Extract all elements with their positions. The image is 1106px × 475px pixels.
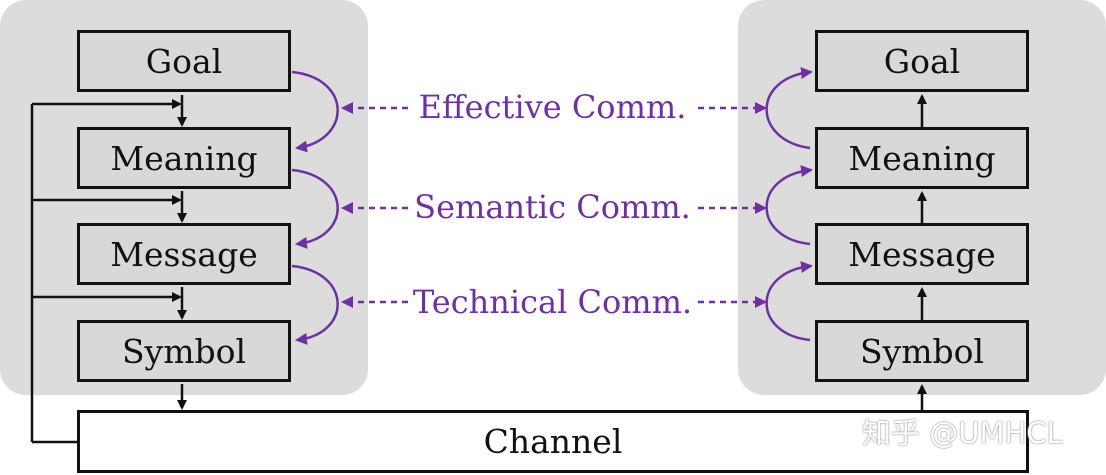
receiver-semantic-bracket [765,165,813,246]
sender-message-box: Message [77,223,291,285]
watermark: 知乎 @UMHCL [862,416,1063,450]
sender-goal-box: Goal [77,30,291,92]
receiver-goal-box: Goal [815,30,1029,92]
receiver-technical-bracket [765,261,813,342]
effective-comm-label: Effective Comm. [418,88,687,126]
sender-semantic-bracket [291,168,339,249]
receiver-effective-bracket [765,67,813,150]
channel-box: Channel [77,410,1029,473]
sender-symbol-box: Symbol [77,320,291,382]
technical-comm-label: Technical Comm. [412,283,693,321]
sender-effective-bracket [291,70,339,153]
receiver-meaning-box: Meaning [815,127,1029,189]
sender-meaning-box: Meaning [77,127,291,189]
sender-technical-bracket [291,264,339,345]
receiver-symbol-box: Symbol [815,320,1029,382]
receiver-message-box: Message [815,223,1029,285]
semantic-comm-label: Semantic Comm. [414,188,691,226]
